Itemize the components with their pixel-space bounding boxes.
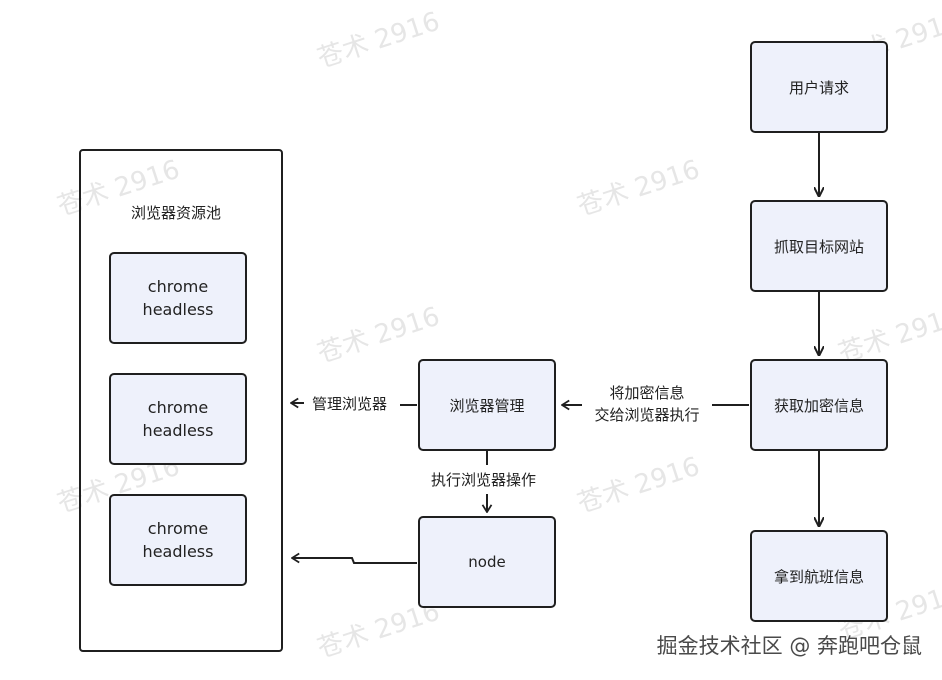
user-request-label: 用户请求 — [788, 78, 849, 97]
headless-label: headless — [142, 542, 214, 561]
chrome-label: chrome — [147, 277, 209, 296]
chrome-label: chrome — [147, 398, 209, 417]
get-encrypted-label: 获取加密信息 — [773, 396, 864, 415]
user-request-node: 用户请求 — [750, 41, 888, 133]
browser-manager-node: 浏览器管理 — [418, 359, 556, 451]
edge-label-line: 交给浏览器执行 — [594, 406, 700, 424]
edge-label-line: 将加密信息 — [609, 384, 685, 402]
edge-label-manage-browser: 管理浏览器 — [312, 395, 388, 413]
node-label: node — [468, 553, 506, 571]
browser-pool-container — [79, 149, 283, 652]
crawl-target-node: 抓取目标网站 — [750, 200, 888, 292]
edge-node-to-pool — [292, 558, 417, 564]
chrome-headless-node: chrome headless — [109, 373, 247, 465]
footer-credit: 掘金技术社区 @ 奔跑吧仓鼠 — [656, 634, 922, 658]
chrome-headless-node: chrome headless — [109, 252, 247, 344]
headless-label: headless — [142, 300, 214, 319]
get-flight-label: 拿到航班信息 — [773, 567, 864, 586]
chrome-headless-node: chrome headless — [109, 494, 247, 586]
chrome-label: chrome — [147, 519, 209, 538]
browser-pool-label: 浏览器资源池 — [131, 204, 222, 222]
headless-label: headless — [142, 421, 214, 440]
edge-label-exec-browser-op: 执行浏览器操作 — [431, 471, 537, 489]
browser-manager-label: 浏览器管理 — [449, 396, 525, 415]
edge-label-pass-encrypted: 将加密信息 交给浏览器执行 — [584, 382, 710, 426]
get-flight-node: 拿到航班信息 — [750, 530, 888, 622]
get-encrypted-node: 获取加密信息 — [750, 359, 888, 451]
crawl-target-label: 抓取目标网站 — [773, 237, 864, 256]
node-runtime-node: node — [418, 516, 556, 608]
